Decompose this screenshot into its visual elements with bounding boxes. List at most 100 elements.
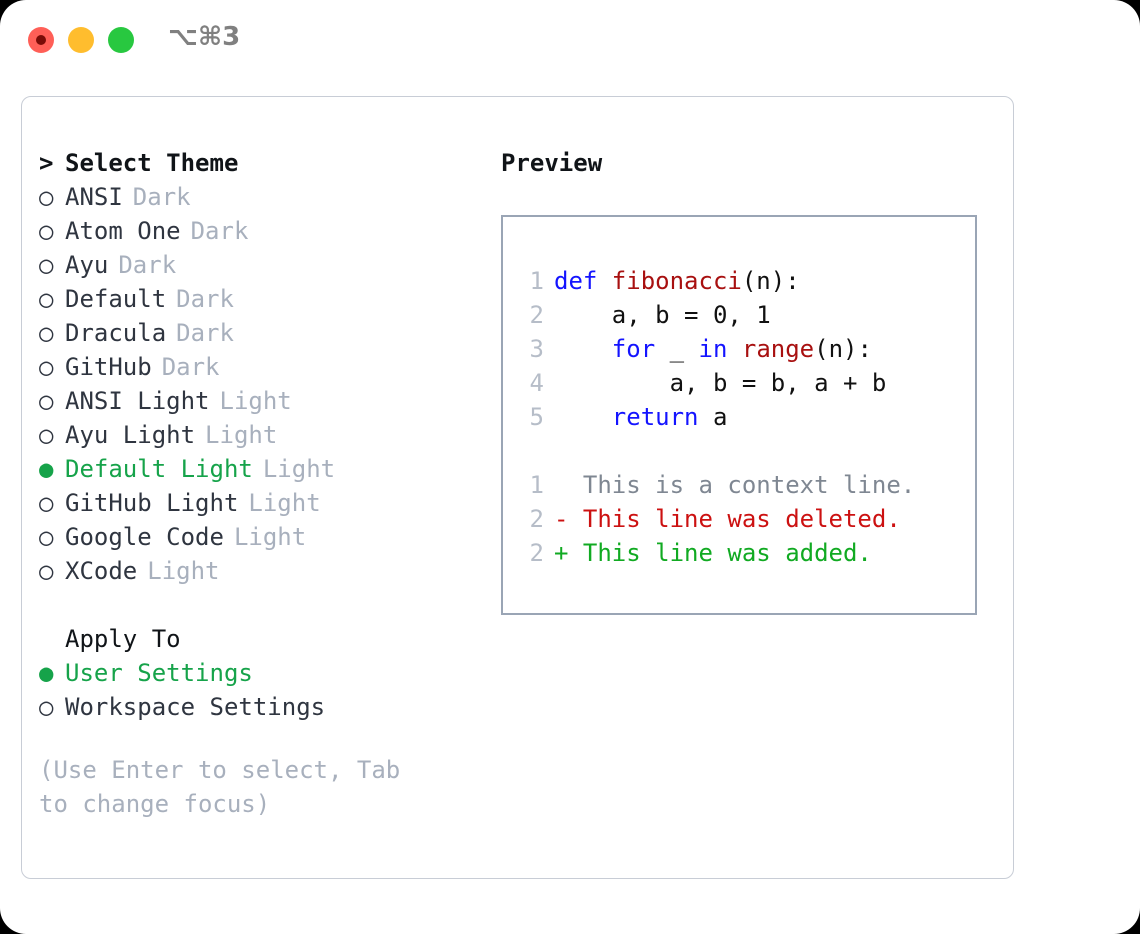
theme-item-label: Ayu Light bbox=[65, 421, 196, 449]
code-token: - This line was deleted. bbox=[554, 505, 901, 533]
theme-item-variant-tag: Dark bbox=[161, 353, 220, 381]
theme-item-label: GitHub Light bbox=[65, 489, 239, 517]
theme-list-item[interactable]: ○ Google Code Light bbox=[39, 523, 469, 557]
select-theme-header: > Select Theme bbox=[39, 149, 469, 183]
radio-unselected-icon[interactable]: ○ bbox=[39, 693, 54, 721]
close-button[interactable] bbox=[28, 27, 54, 53]
radio-unselected-icon[interactable]: ○ bbox=[39, 183, 54, 211]
theme-item-variant-tag: Light bbox=[219, 387, 292, 415]
theme-item-label: ANSI Light bbox=[65, 387, 210, 415]
line-content: + This line was added. bbox=[554, 536, 872, 570]
theme-item-variant-tag: Dark bbox=[132, 183, 191, 211]
theme-item-label: XCode bbox=[65, 557, 138, 585]
theme-item-label: Atom One bbox=[65, 217, 181, 245]
code-token: range bbox=[741, 335, 815, 363]
radio-unselected-icon[interactable]: ○ bbox=[39, 523, 54, 551]
radio-unselected-icon[interactable]: ○ bbox=[39, 353, 54, 381]
theme-item-variant-tag: Dark bbox=[176, 319, 234, 347]
theme-item-variant-tag: Dark bbox=[118, 251, 177, 279]
code-token: This is a context line. bbox=[554, 471, 916, 499]
theme-item-variant-tag: Light bbox=[233, 523, 307, 551]
apply-to-option-label: Workspace Settings bbox=[65, 693, 326, 721]
diff-line: 2 - This line was deleted. bbox=[503, 502, 975, 536]
title-bar: ⌥⌘3 bbox=[0, 0, 1140, 80]
theme-item-variant-tag: Dark bbox=[190, 217, 249, 245]
theme-item-label: Default bbox=[65, 285, 167, 313]
radio-selected-icon[interactable]: ● bbox=[39, 659, 54, 687]
apply-to-option[interactable]: ○ Workspace Settings bbox=[39, 693, 469, 727]
radio-unselected-icon[interactable]: ○ bbox=[39, 387, 54, 415]
list-spacer bbox=[39, 591, 469, 625]
code-line: 1 def fibonacci(n): bbox=[503, 264, 975, 298]
titlebar-shortcut-label: ⌥⌘3 bbox=[168, 22, 241, 52]
code-token: a, b = 0, 1 bbox=[554, 301, 771, 329]
code-token: (n): bbox=[741, 267, 800, 295]
line-number: 2 bbox=[529, 505, 544, 533]
theme-item-label: Ayu bbox=[65, 251, 109, 279]
code-token: in bbox=[698, 335, 742, 363]
line-content: for _ in range(n): bbox=[554, 332, 872, 366]
theme-item-label: Dracula bbox=[65, 319, 167, 347]
apply-to-marker-placeholder: ○ bbox=[39, 625, 65, 653]
theme-item-variant-tag: Light bbox=[147, 557, 220, 585]
code-token bbox=[554, 335, 612, 363]
radio-unselected-icon[interactable]: ○ bbox=[39, 217, 54, 245]
radio-unselected-icon[interactable]: ○ bbox=[39, 421, 54, 449]
code-line: 5 return a bbox=[503, 400, 975, 434]
apply-to-header-label: Apply To bbox=[65, 625, 181, 653]
code-token: a, b = b, a + b bbox=[554, 369, 887, 397]
theme-item-variant-tag: Light bbox=[262, 455, 336, 483]
theme-item-label: Google Code bbox=[65, 523, 224, 551]
theme-list-item[interactable]: ○ Atom One Dark bbox=[39, 217, 469, 251]
line-content: a, b = b, a + b bbox=[554, 366, 887, 400]
code-token bbox=[554, 403, 612, 431]
apply-to-option-label: User Settings bbox=[65, 659, 253, 687]
radio-unselected-icon[interactable]: ○ bbox=[39, 489, 54, 517]
line-content: - This line was deleted. bbox=[554, 502, 901, 536]
theme-item-label: Default Light bbox=[65, 455, 253, 483]
line-number: 1 bbox=[529, 267, 544, 295]
theme-list-item[interactable]: ○ Ayu Dark bbox=[39, 251, 469, 285]
preview-title: Preview bbox=[501, 149, 603, 177]
line-number: 4 bbox=[529, 369, 544, 397]
radio-unselected-icon[interactable]: ○ bbox=[39, 285, 54, 313]
theme-list-item[interactable]: ○ GitHub Dark bbox=[39, 353, 469, 387]
radio-unselected-icon[interactable]: ○ bbox=[39, 251, 54, 279]
code-token: def bbox=[554, 267, 612, 295]
diff-line: 2 + This line was added. bbox=[503, 536, 975, 570]
line-number: 2 bbox=[529, 539, 544, 567]
theme-list-item[interactable]: ○ ANSI Light Light bbox=[39, 387, 469, 421]
theme-list-item[interactable]: ○ Dracula Dark bbox=[39, 319, 469, 353]
code-line: 3 for _ in range(n): bbox=[503, 332, 975, 366]
minimize-button[interactable] bbox=[68, 27, 94, 53]
radio-unselected-icon[interactable]: ○ bbox=[39, 319, 54, 347]
theme-list-item[interactable]: ● Default Light Light bbox=[39, 455, 469, 489]
code-token: for bbox=[611, 335, 656, 363]
apply-to-option[interactable]: ● User Settings bbox=[39, 659, 469, 693]
line-content: a, b = 0, 1 bbox=[554, 298, 771, 332]
theme-list-item[interactable]: ○ XCode Light bbox=[39, 557, 469, 591]
code-token: (n): bbox=[814, 335, 872, 363]
line-content: return a bbox=[554, 400, 728, 434]
radio-selected-icon[interactable]: ● bbox=[39, 455, 54, 483]
theme-item-label: GitHub bbox=[65, 353, 152, 381]
radio-unselected-icon[interactable]: ○ bbox=[39, 557, 54, 585]
code-token: + This line was added. bbox=[554, 539, 872, 567]
line-number: 1 bbox=[529, 471, 544, 499]
select-theme-header-label: Select Theme bbox=[65, 149, 239, 177]
code-token: fibonacci bbox=[611, 267, 742, 295]
apply-to-options: ● User Settings ○ Workspace Settings bbox=[39, 659, 469, 727]
code-token: _ bbox=[655, 335, 699, 363]
maximize-button[interactable] bbox=[108, 27, 134, 53]
code-diff-gap bbox=[503, 434, 975, 468]
